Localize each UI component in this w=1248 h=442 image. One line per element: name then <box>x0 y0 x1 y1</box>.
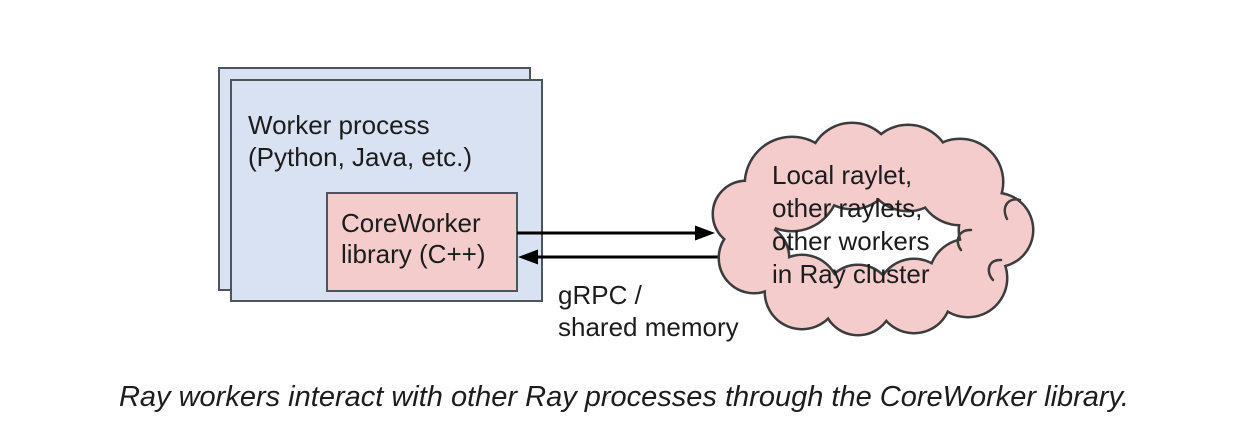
cloud-bumps-fill <box>714 124 1032 334</box>
ray-cluster-label: Local raylet, other raylets, other worke… <box>772 160 930 289</box>
ray-cluster-cloud <box>711 121 1035 337</box>
worker-process-label: Worker process (Python, Java, etc.) <box>248 110 472 172</box>
cloud-inner-curls <box>956 198 1022 282</box>
core-worker-label: CoreWorker library (C++) <box>341 208 486 269</box>
grpc-shared-memory-label: gRPC / shared memory <box>558 280 739 342</box>
core-worker-box: CoreWorker library (C++) <box>326 192 518 292</box>
worker-process-box: Worker process (Python, Java, etc.) Core… <box>230 79 543 302</box>
figure-caption: Ray workers interact with other Ray proc… <box>118 381 1129 413</box>
